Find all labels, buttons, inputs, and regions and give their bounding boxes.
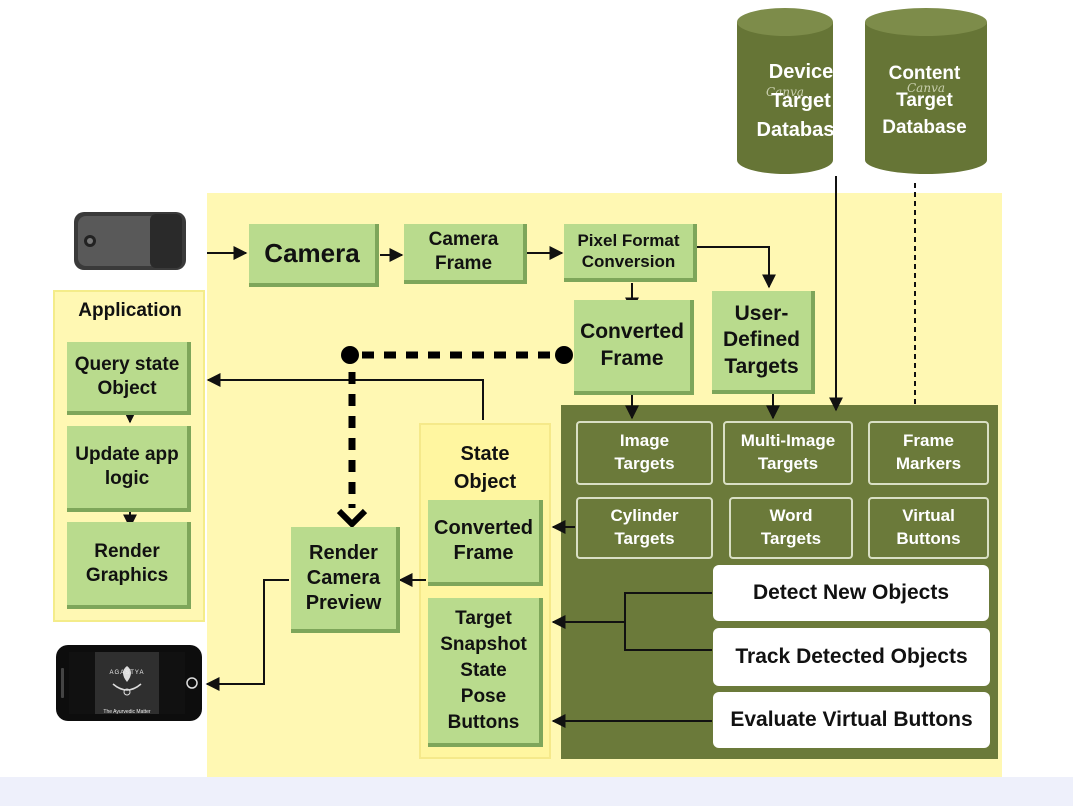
pixel-format-conversion-box: Pixel Format Conversion — [564, 224, 697, 282]
mobile-device-icon — [74, 212, 186, 270]
render-camera-preview-box: Render Camera Preview — [291, 527, 400, 633]
user-defined-targets-box: User-Defined Targets — [712, 291, 815, 394]
camera-frame-box: Camera Frame — [404, 224, 527, 284]
snapshot-line-state: State — [460, 659, 507, 681]
multi-image-targets-box: Multi-Image Targets — [723, 421, 853, 485]
snapshot-line-snapshot: Snapshot — [440, 633, 527, 655]
content-database-cylinder — [865, 8, 987, 174]
detect-new-objects-box: Detect New Objects — [713, 565, 989, 621]
state-converted-frame-box: Converted Frame — [428, 500, 543, 586]
state-object-title: State Object — [453, 443, 517, 493]
camera-box: Camera — [249, 224, 379, 287]
query-state-object-box: Query state Object — [67, 342, 191, 415]
phone-brand-text: AGASTYA — [109, 670, 145, 676]
phone-tagline-text: The Ayurvedic Matter — [103, 709, 151, 715]
database-cylinders — [737, 8, 987, 174]
canva-watermark: Canva — [766, 85, 804, 99]
target-snapshot-box: Target Snapshot State Pose Buttons — [428, 598, 543, 747]
frame-markers-box: Frame Markers — [868, 421, 989, 485]
device-target-database-label: Device Target Database — [756, 61, 846, 141]
dotted-flow — [336, 346, 573, 529]
application-title: Application — [78, 300, 182, 321]
render-graphics-box: Render Graphics — [67, 522, 191, 609]
device-database-cylinder — [737, 8, 833, 174]
snapshot-line-target: Target — [455, 607, 512, 629]
evaluate-virtual-buttons-box: Evaluate Virtual Buttons — [713, 692, 990, 748]
smartphone-icon — [56, 645, 202, 721]
canva-watermark: Canva — [907, 81, 945, 95]
cylinder-targets-box: Cylinder Targets — [576, 497, 713, 559]
update-app-logic-box: Update app logic — [67, 426, 191, 512]
converted-frame-box: Converted Frame — [574, 300, 694, 395]
snapshot-line-buttons: Buttons — [447, 711, 520, 733]
track-detected-objects-box: Track Detected Objects — [713, 628, 990, 686]
snapshot-line-pose: Pose — [460, 685, 507, 707]
image-targets-box: Image Targets — [576, 421, 713, 485]
word-targets-box: Word Targets — [729, 497, 853, 559]
virtual-buttons-box: Virtual Buttons — [868, 497, 989, 559]
footer-band — [0, 777, 1073, 806]
content-target-database-label: Content Target Database — [882, 63, 967, 138]
